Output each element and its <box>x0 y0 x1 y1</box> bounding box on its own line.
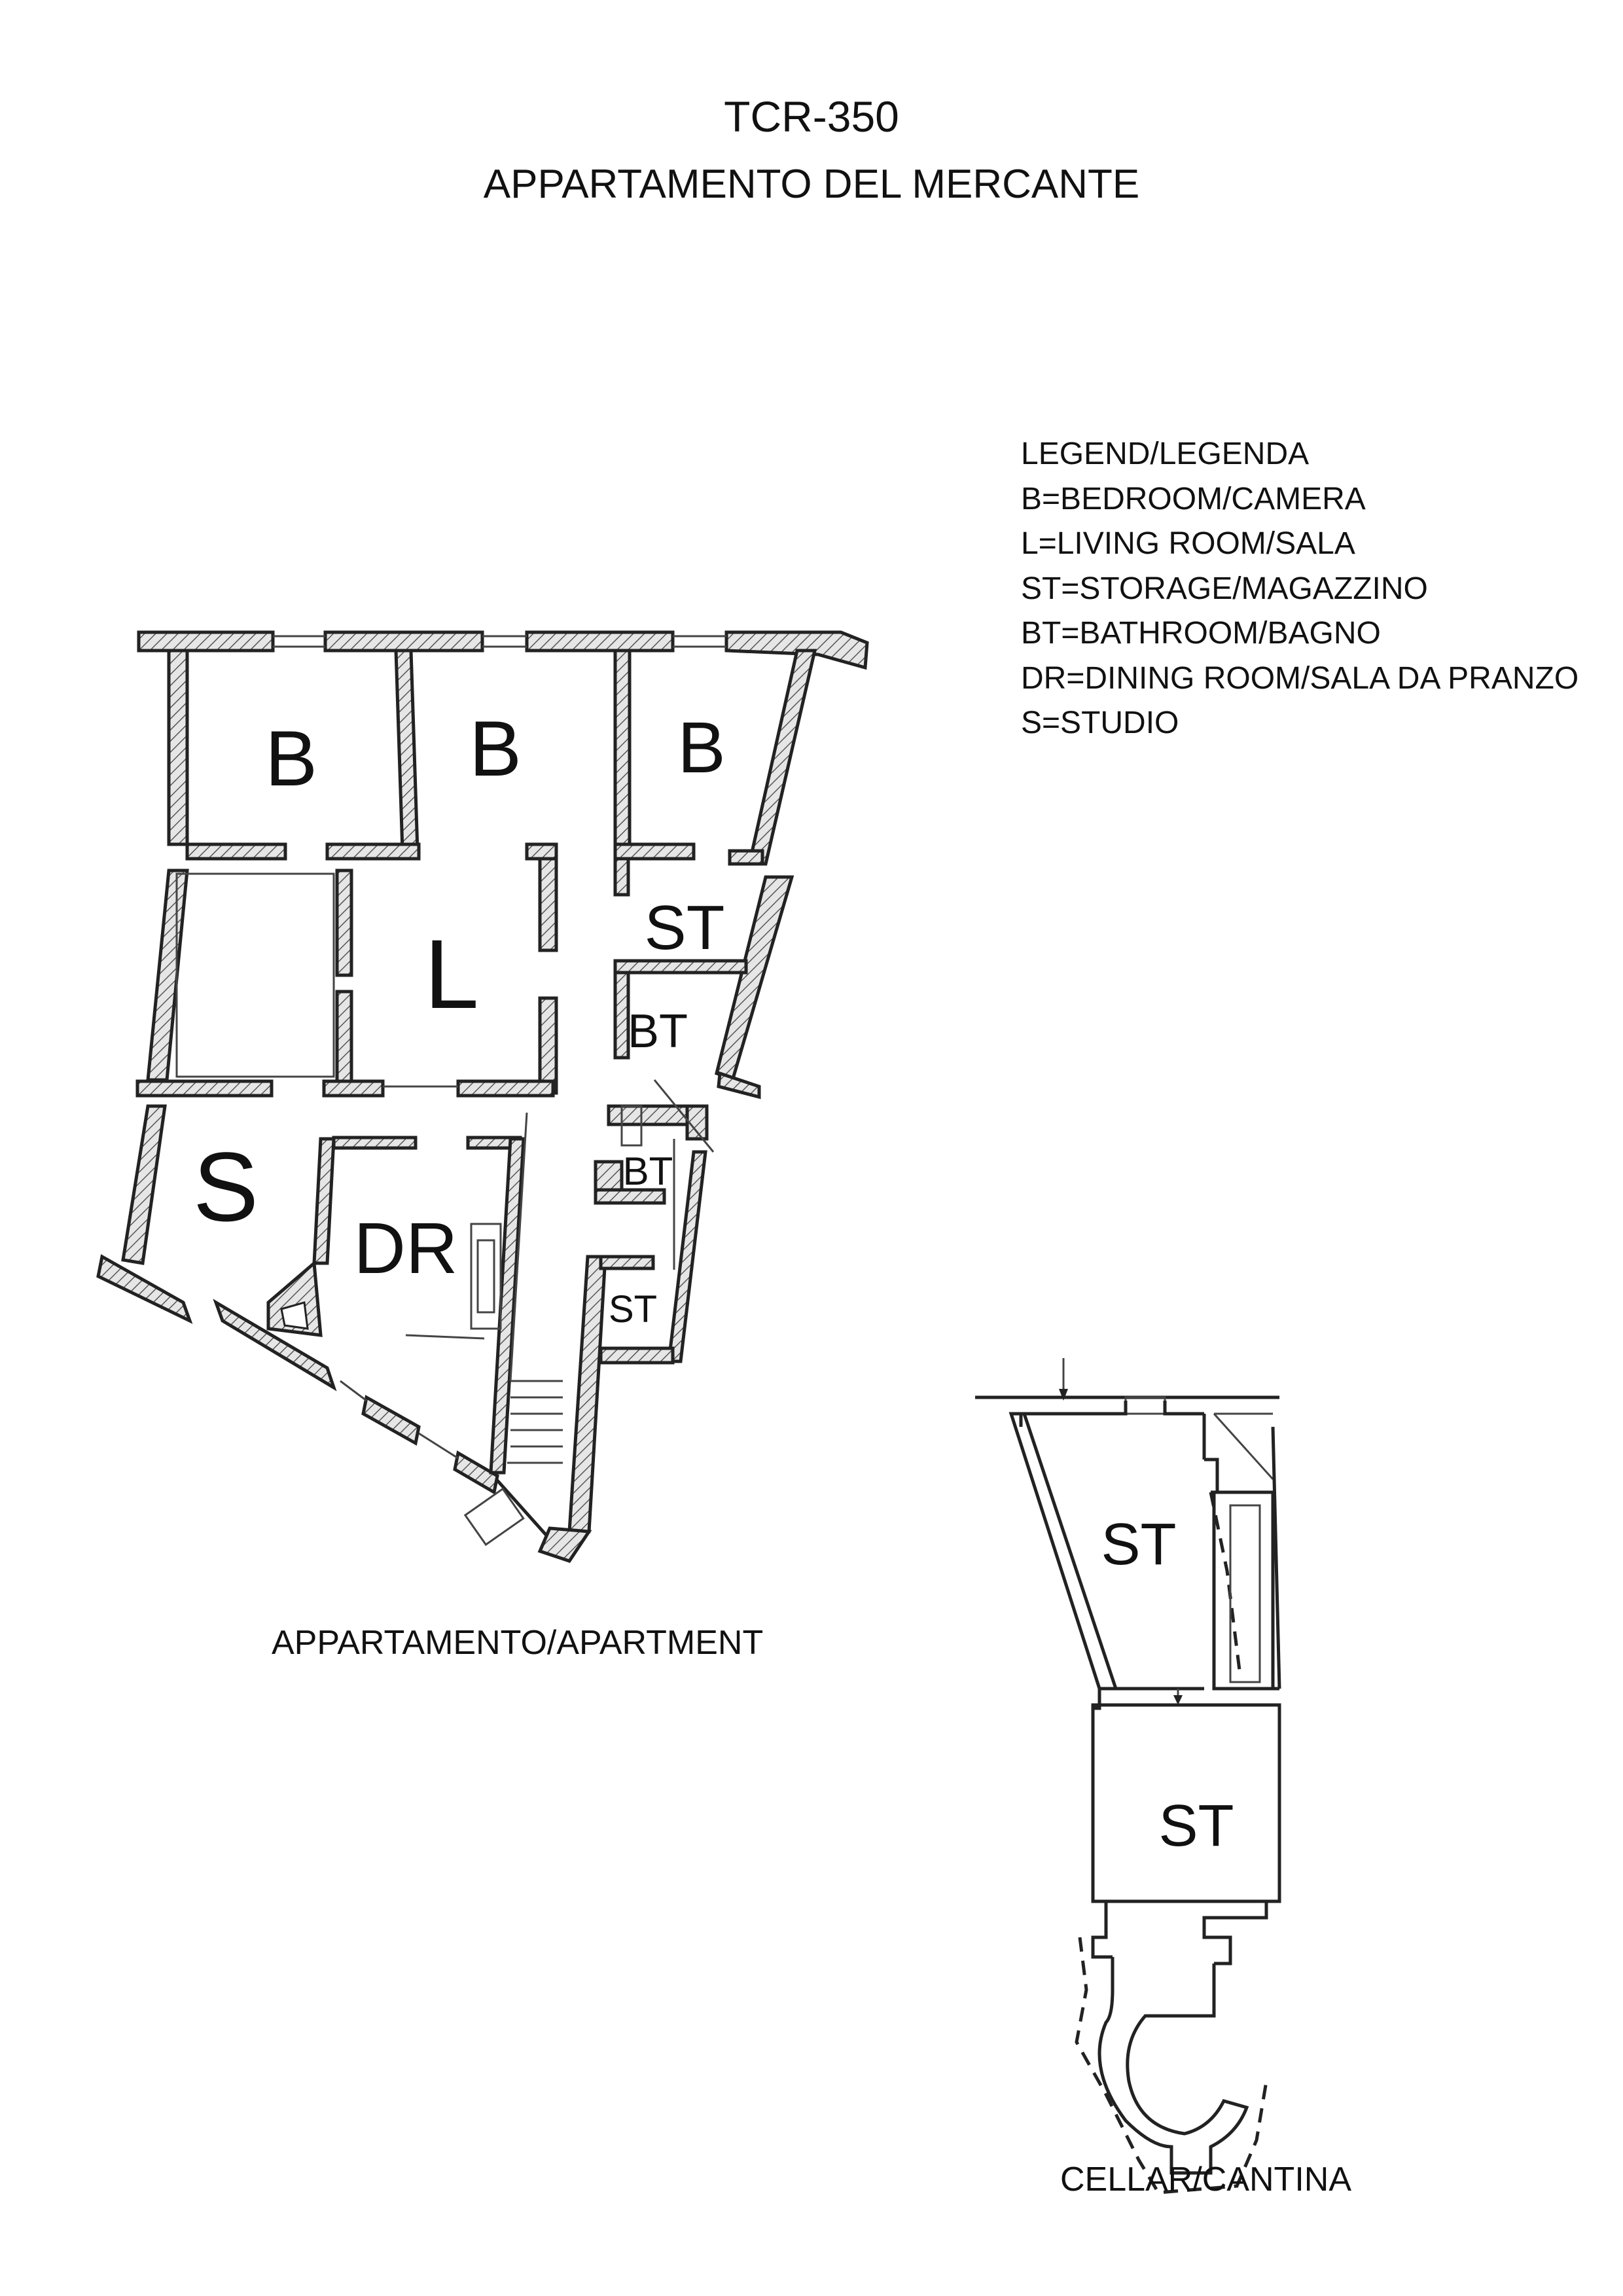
apartment-caption: APPARTAMENTO/APARTMENT <box>272 1624 764 1662</box>
legend-entry: ST=STORAGE/MAGAZZINO <box>1021 571 1428 606</box>
bedroom-partitions <box>185 649 764 866</box>
legend-entry: BT=BATHROOM/BAGNO <box>1021 616 1381 651</box>
legend-entry: L=LIVING ROOM/SALA <box>1021 526 1355 561</box>
room-label-storage-1: ST <box>645 893 725 963</box>
plan-code: TCR-350 <box>724 92 899 141</box>
legend-entry: S=STUDIO <box>1021 706 1179 740</box>
living-room-walls <box>322 842 558 1098</box>
dining-fireplace <box>405 1223 502 1340</box>
room-label-bedroom-2: B <box>469 705 522 793</box>
cellar-plan <box>975 1358 1281 2195</box>
exterior-wall-diagonal <box>96 1254 571 1562</box>
legend-title: LEGEND/LEGENDA <box>1021 437 1310 471</box>
room-outline-left <box>175 872 335 1078</box>
plan-subtitle: APPARTAMENTO DEL MERCANTE <box>483 162 1140 207</box>
exterior-wall-right <box>667 649 817 1363</box>
cellar-label-storage-2: ST <box>1158 1793 1234 1859</box>
room-label-bath-1: BT <box>628 1005 688 1058</box>
apartment-plan <box>96 630 869 1563</box>
exterior-wall-top <box>137 630 869 670</box>
room-label-dining: DR <box>354 1208 458 1289</box>
room-label-living: L <box>424 919 478 1029</box>
studio-dining-walls <box>135 1079 526 1475</box>
lower-storage-walls <box>537 1255 675 1563</box>
legend: LEGEND/LEGENDA B=BEDROOM/CAMERA L=LIVING… <box>1021 432 1578 746</box>
room-label-studio: S <box>193 1132 259 1242</box>
cellar-caption: CELLAR/CANTINA <box>1060 2161 1351 2198</box>
storage-bath-walls <box>594 857 748 1205</box>
room-label-bedroom-3: B <box>677 708 725 788</box>
room-label-bedroom-1: B <box>265 715 317 802</box>
legend-entry: DR=DINING ROOM/SALA DA PRANZO <box>1021 660 1579 696</box>
stairs <box>463 1079 715 1547</box>
room-label-bath-2: BT <box>623 1149 673 1193</box>
room-label-storage-2: ST <box>609 1288 657 1331</box>
legend-entry: B=BEDROOM/CAMERA <box>1021 481 1366 516</box>
cellar-label-storage-1: ST <box>1101 1512 1176 1577</box>
